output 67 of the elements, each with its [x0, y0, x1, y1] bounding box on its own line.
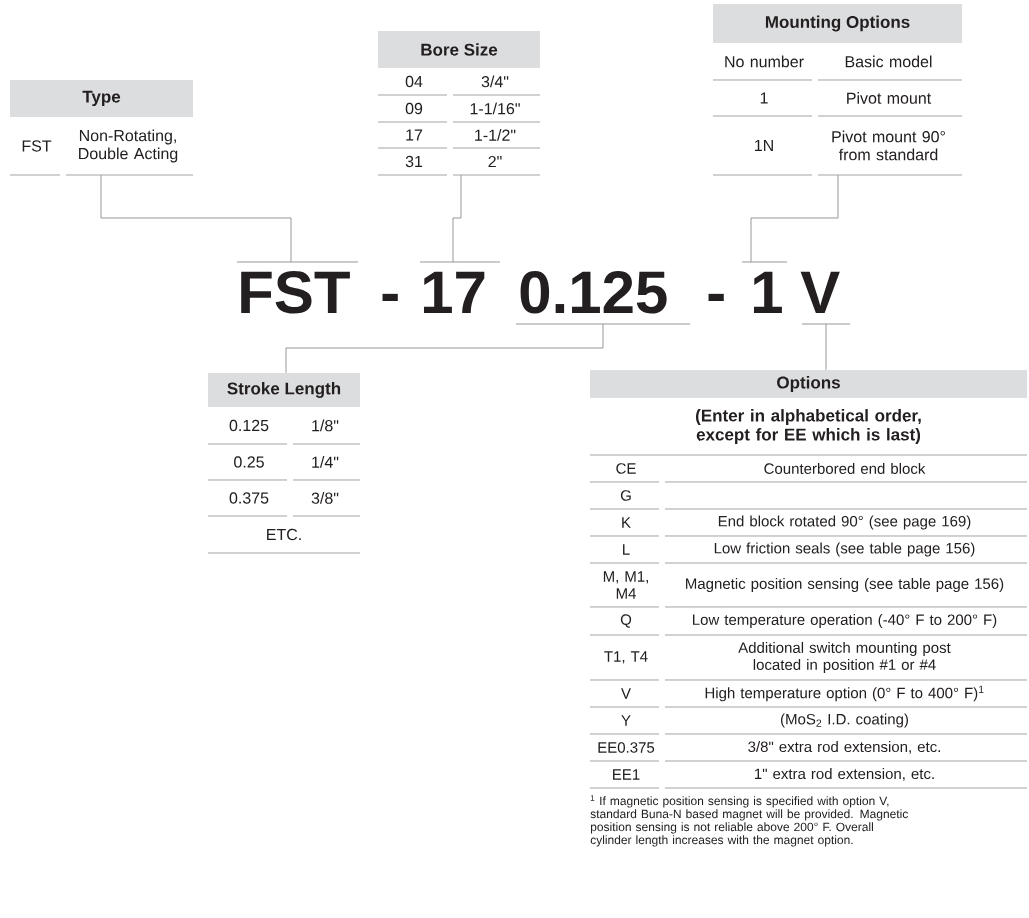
- table-cell: 2": [488, 155, 502, 168]
- leader-line: [825, 323, 827, 371]
- table-cell: 04: [405, 75, 423, 88]
- table-cell: L: [623, 544, 630, 555]
- table-cell: Y: [621, 715, 631, 726]
- table-cell: T1, T4: [604, 651, 648, 664]
- table-cell: 1-1/2": [475, 129, 516, 141]
- table-cell: 0.25: [234, 456, 264, 468]
- table-cell: 31: [405, 155, 423, 168]
- leader-line: [285, 323, 604, 374]
- table-cell: Non-Rotating, Double Acting: [79, 129, 178, 163]
- table-cell: Q: [620, 614, 632, 628]
- table-cell: Basic model: [845, 55, 932, 68]
- table-cell: 1N: [755, 140, 773, 151]
- leader-line: [750, 174, 839, 263]
- table-cell: FST: [22, 140, 52, 152]
- table-cell: V: [621, 688, 631, 699]
- table-cell: 09: [405, 102, 423, 115]
- table-cell: (MoS$_{2}$ I.D. coating): [781, 713, 908, 728]
- table-cell: 1/4": [312, 456, 339, 468]
- spec-table: [712, 4, 963, 176]
- table-cell: 1" extra rod extension, etc.: [755, 768, 934, 781]
- table-cell: 0.375: [229, 492, 269, 504]
- table-cell: No number: [725, 55, 804, 68]
- code-segment: 17: [419, 261, 501, 313]
- table-cell: 1: [760, 92, 768, 104]
- table-cell: Low temperature operation (-40° F to 200° F): [693, 614, 997, 628]
- code-segment: 1: [741, 261, 788, 313]
- table-cell: Additional switch mounting post located in position #1 or #4: [738, 642, 951, 673]
- table-cell: ETC.: [267, 528, 301, 541]
- table-cell: 3/4": [481, 75, 509, 88]
- table-cell: 3/8" extra rod extension, etc.: [748, 741, 940, 754]
- table-cell: Counterbored end block: [764, 463, 926, 474]
- table-header: Options: [590, 370, 1027, 398]
- table-subtitle: (Enter in alphabetical order, except for EE which is last): [696, 409, 921, 444]
- code-segment: V: [800, 271, 851, 325]
- table-cell: 1/8": [312, 419, 339, 432]
- table-cell: CE: [616, 463, 636, 474]
- table-cell: Magnetic position sensing (see table page 156): [686, 578, 1004, 592]
- code-segment: FST: [236, 261, 359, 314]
- table-cell: EE1: [613, 769, 640, 780]
- table-header: Mounting Options: [713, 4, 962, 43]
- table-cell: Pivot mount 90° from standard: [832, 130, 945, 161]
- table-cell: 0.125: [229, 419, 269, 432]
- table-cell: EE0.375: [598, 742, 655, 753]
- spec-table: [589, 370, 1028, 789]
- table-cell: 3/8": [311, 492, 339, 504]
- table-cell: Low friction seals (see table page 156): [714, 542, 975, 557]
- table-cell: End block rotated 90° (see page 169): [718, 515, 971, 530]
- spec-table: [207, 373, 361, 554]
- table-cell: K: [622, 517, 631, 528]
- table-cell: 1-1/16": [470, 102, 520, 115]
- separator-dash: -: [382, 293, 398, 301]
- table-cell: M, M1, M4: [603, 571, 648, 599]
- table-cell: G: [620, 490, 631, 501]
- table-header: Bore Size: [378, 31, 540, 68]
- table-header: Stroke Length: [208, 373, 360, 407]
- code-segment: 0.125: [515, 271, 691, 325]
- leader-line: [452, 174, 462, 263]
- separator-dash: -: [708, 293, 724, 301]
- leader-line: [100, 174, 292, 263]
- spec-table: [9, 80, 194, 176]
- spec-table: [377, 31, 541, 176]
- table-header: Type: [10, 80, 193, 117]
- table-cell: High temperature option (0° F to 400° F)$^{1}$: [705, 685, 984, 702]
- table-cell: 17: [406, 129, 423, 141]
- table-cell: Pivot mount: [847, 92, 932, 104]
